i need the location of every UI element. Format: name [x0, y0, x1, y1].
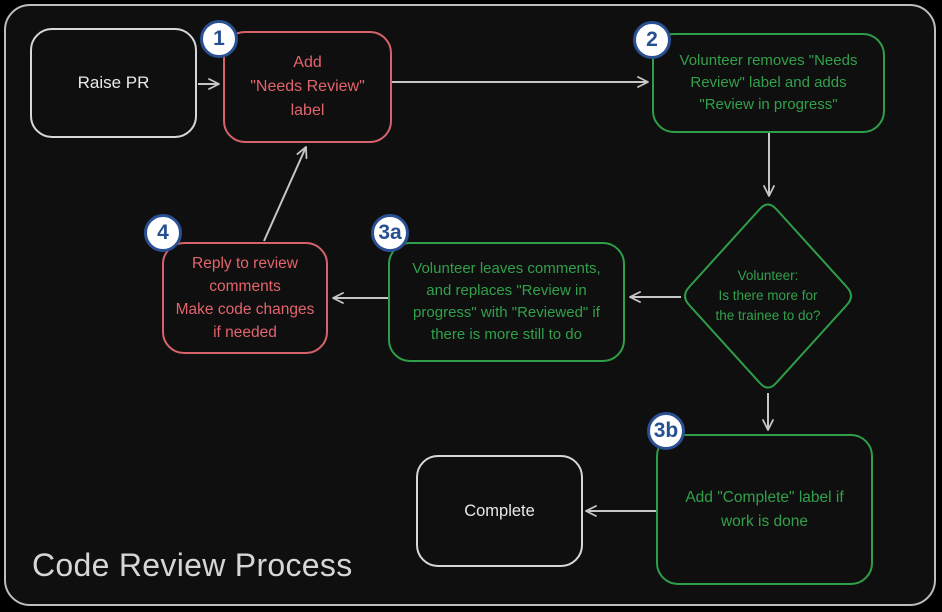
- node-text-line: Raise PR: [77, 73, 150, 92]
- diagram-canvas-frame: [4, 4, 936, 606]
- node-add-needs-review-label: Add "Needs Review" label: [223, 31, 392, 143]
- node-volunteer-removes-label: Volunteer removes "Needs Review" label a…: [652, 33, 885, 133]
- node-text-line: Complete: [464, 501, 535, 520]
- node-raise-pr: Raise PR: [30, 28, 197, 138]
- step-number-badge-2: 2: [633, 21, 671, 59]
- node-complete: Complete: [416, 455, 583, 567]
- node-add-complete-label: Add "Complete" label if work is done: [656, 434, 873, 585]
- step-number-badge-3b: 3b: [647, 412, 685, 450]
- node-text-line: Reply to review: [192, 255, 298, 272]
- node-text-line: there is more still to do: [431, 326, 582, 343]
- step-number-badge-4: 4: [144, 214, 182, 252]
- node-volunteer-leaves-comments: Volunteer leaves comments, and replaces …: [388, 242, 625, 362]
- node-text-line: work is done: [720, 512, 808, 530]
- node-text-line: Volunteer removes "Needs: [679, 52, 858, 69]
- node-text-line: the trainee to do?: [715, 308, 821, 323]
- diagram-title: Code Review Process: [32, 547, 353, 583]
- node-text-line: Volunteer:: [737, 268, 799, 283]
- node-text-line: "Review in progress": [699, 96, 838, 113]
- node-decision-more-for-trainee: Volunteer: Is there more for the trainee…: [683, 266, 853, 326]
- node-text-line: Add "Complete" label if: [685, 488, 844, 506]
- node-text-line: "Needs Review": [250, 78, 365, 95]
- node-text-line: Add: [293, 54, 322, 71]
- node-text-line: label: [290, 102, 325, 119]
- node-text-line: Review" label and adds: [690, 74, 847, 91]
- decision-diamond-shape: [684, 203, 852, 389]
- node-text-line: comments: [209, 278, 281, 295]
- node-reply-to-review-comments: Reply to review comments Make code chang…: [162, 242, 328, 354]
- node-text-line: Is there more for: [718, 288, 818, 303]
- step-number-badge-3a: 3a: [371, 214, 409, 252]
- node-text-line: Make code changes: [175, 301, 315, 318]
- arrow-step4-to-step1: [263, 146, 308, 242]
- node-text-line: progress" with "Reviewed" if: [413, 304, 600, 321]
- node-text-line: and replaces "Review in: [426, 282, 587, 299]
- node-text-line: if needed: [213, 324, 277, 341]
- node-text-line: Volunteer leaves comments,: [412, 260, 601, 277]
- step-number-badge-1: 1: [200, 20, 238, 58]
